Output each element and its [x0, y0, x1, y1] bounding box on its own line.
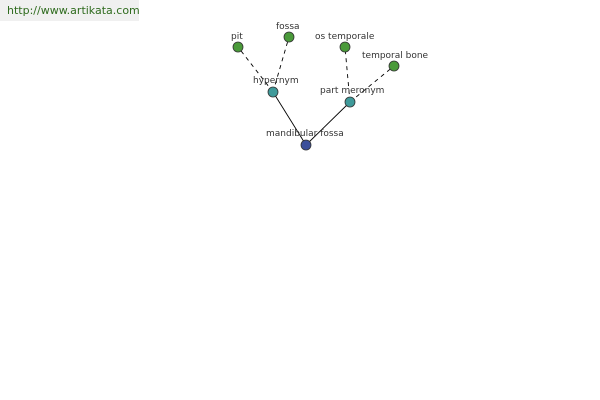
rel-part-meronym-label[interactable]: part meronym	[320, 86, 384, 96]
edge-rel-hypernym-term-fossa	[272, 36, 290, 93]
rel-part-meronym-node[interactable]	[344, 96, 356, 108]
edge-root-rel-part-meronym	[305, 101, 351, 146]
edge-rel-part-meronym-term-temporal-bone	[349, 65, 395, 103]
term-fossa-node[interactable]	[283, 31, 295, 43]
nodes	[232, 31, 400, 151]
term-os-temporale-node[interactable]	[339, 41, 351, 53]
term-pit-label[interactable]: pit	[231, 32, 243, 42]
site-url-link[interactable]: http://www.artikata.com	[0, 0, 140, 21]
term-temporal-bone-node[interactable]	[388, 60, 400, 72]
term-os-temporale-label[interactable]: os temporale	[315, 32, 375, 42]
root-label[interactable]: mandibular fossa	[266, 129, 344, 139]
labels: mandibular fossa hypernym pit fossa part mer…	[231, 22, 429, 139]
term-pit-node[interactable]	[232, 41, 244, 53]
edges	[237, 36, 395, 146]
edge-rel-hypernym-term-pit	[237, 46, 274, 93]
term-fossa-label[interactable]: fossa	[276, 22, 300, 32]
root-node[interactable]	[300, 139, 312, 151]
rel-hypernym-label[interactable]: hypernym	[253, 76, 299, 86]
term-temporal-bone-label[interactable]: temporal bone	[362, 51, 429, 61]
rel-hypernym-node[interactable]	[267, 86, 279, 98]
edge-root-rel-hypernym	[272, 91, 307, 146]
edge-rel-part-meronym-term-os-temporale	[344, 46, 351, 103]
